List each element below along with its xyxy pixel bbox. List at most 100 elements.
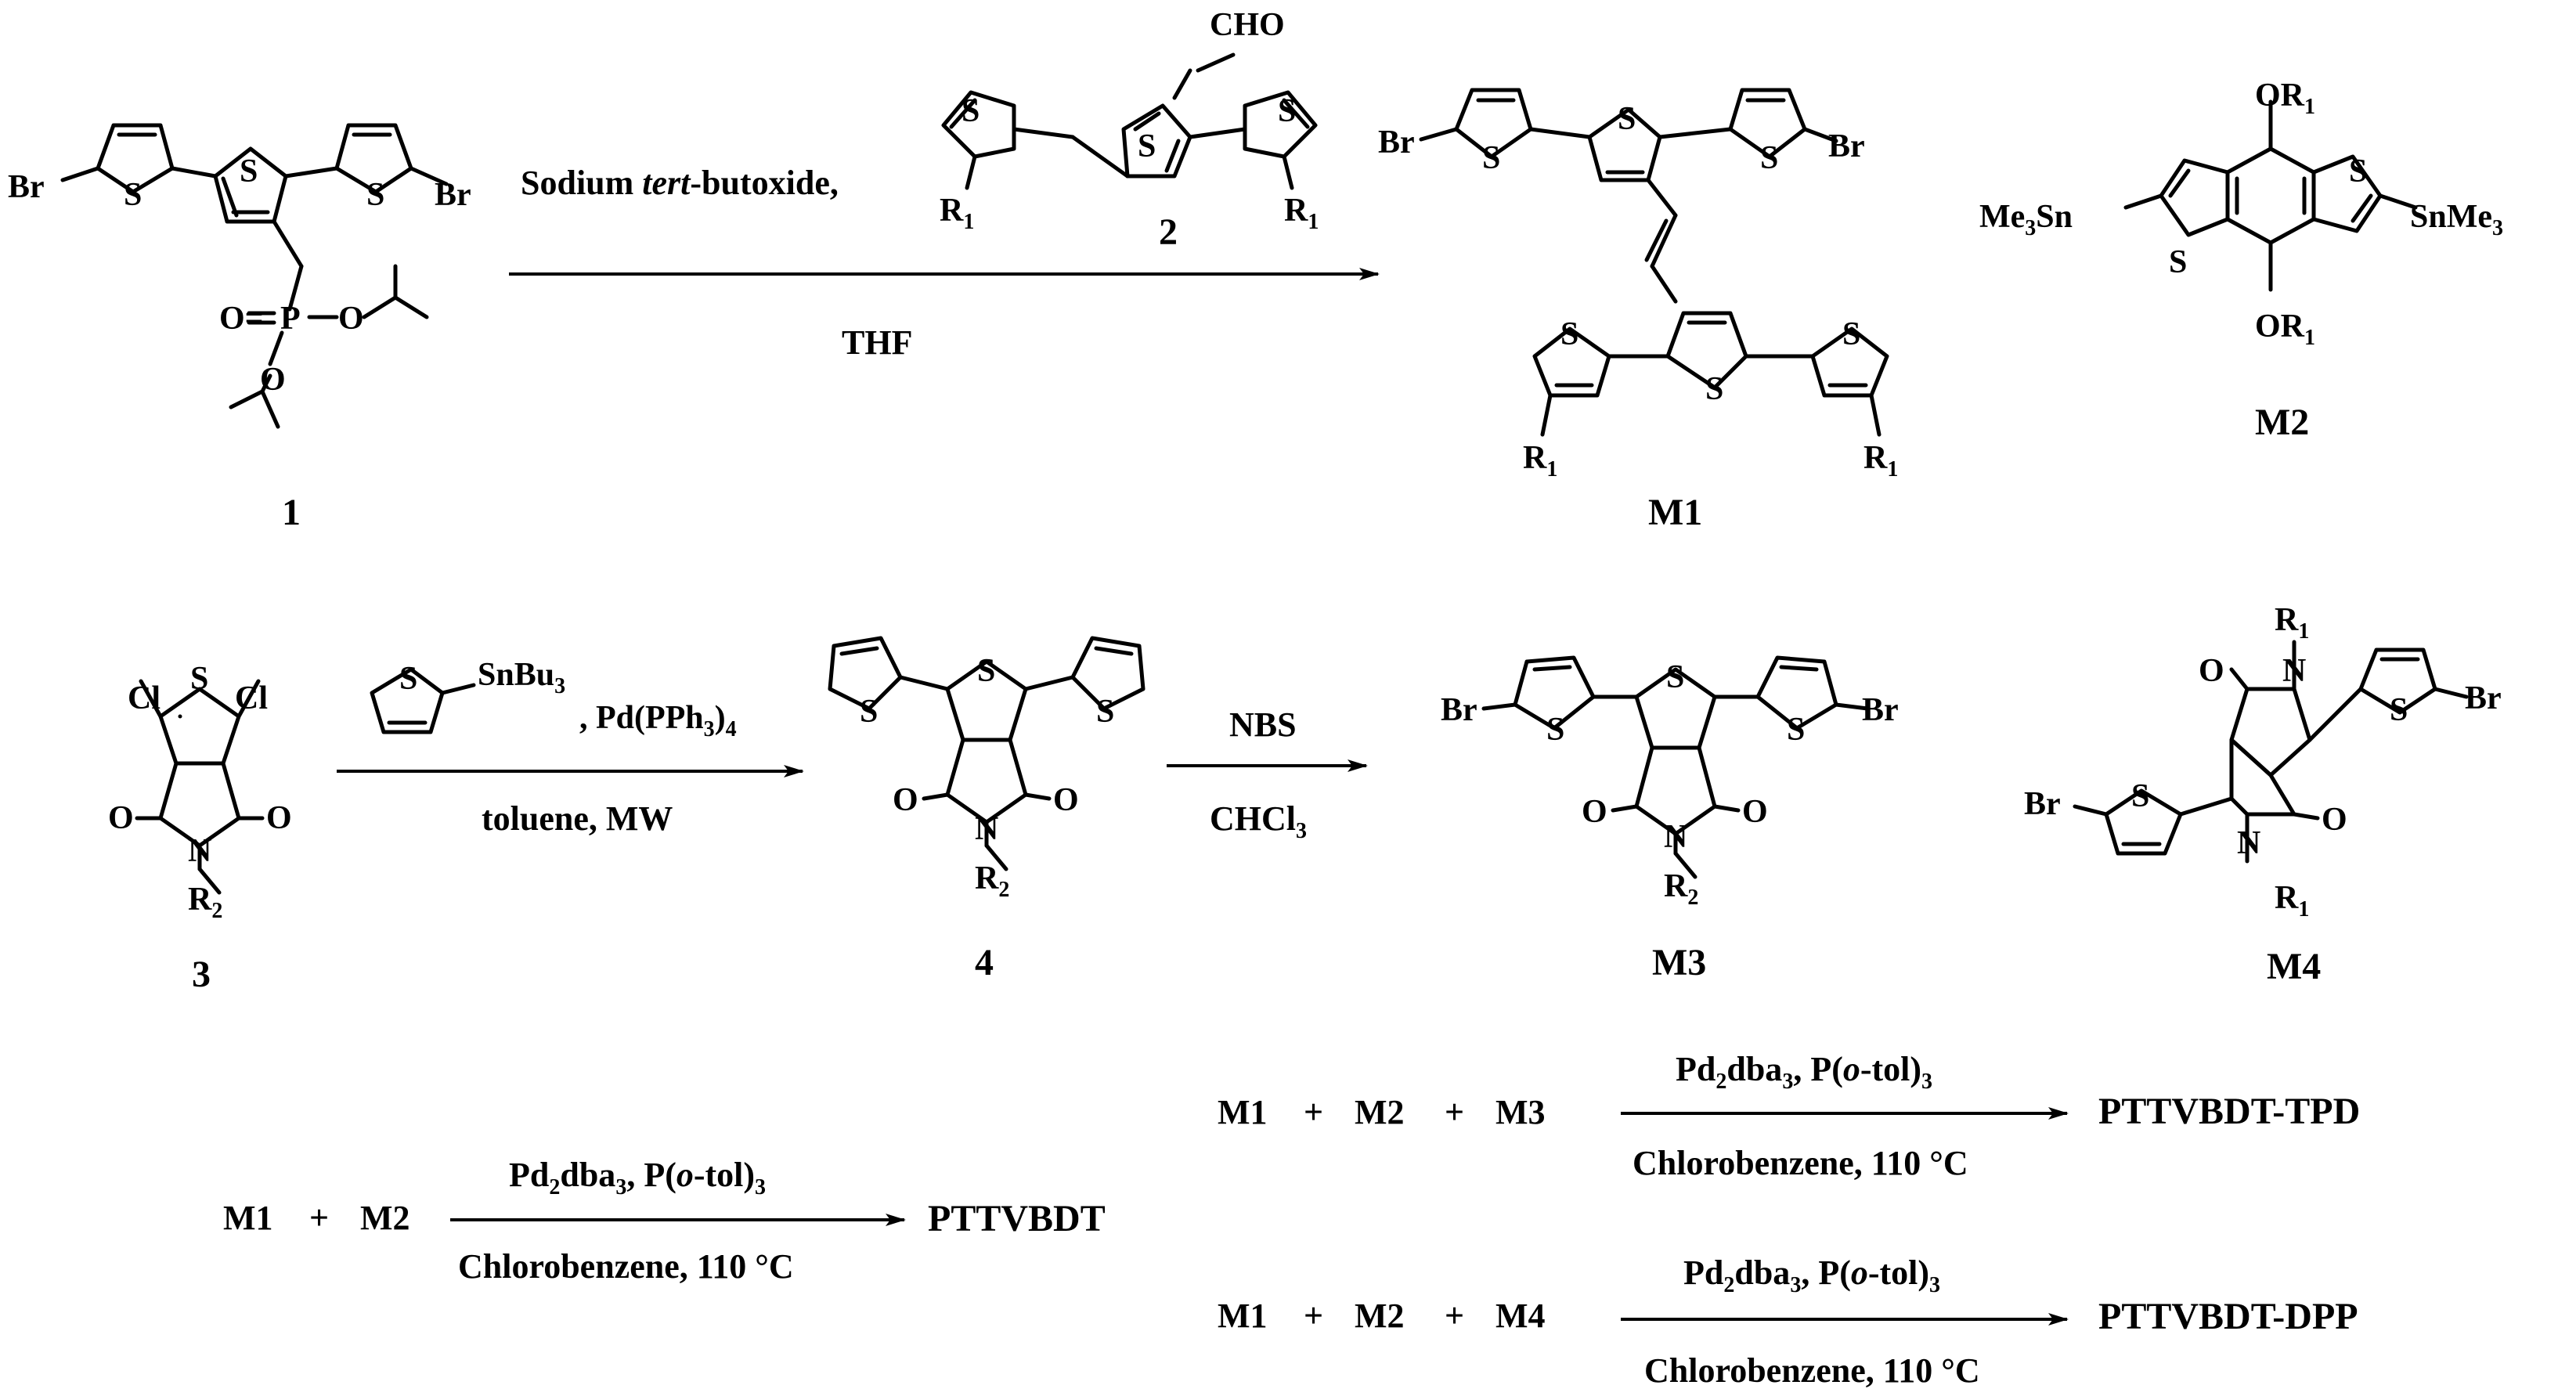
catalyst-label: Pd2dba3, P(o-tol)3 xyxy=(1683,1254,1940,1297)
sulfur-label: S xyxy=(1842,316,1860,352)
plus-sign: + xyxy=(1304,1297,1323,1335)
sulfur-label: S xyxy=(1278,93,1296,129)
oxygen-label: O xyxy=(108,800,134,836)
polymerization-ptvbdt-tpd: M1 + M2 + M3 Pd2dba3, P(o-tol)3 Chlorobe… xyxy=(1218,1050,2360,1182)
oxygen-label: O xyxy=(2322,802,2347,838)
stannyl-label: Me3Sn xyxy=(1979,199,2073,240)
sulfur-label: S xyxy=(2131,778,2149,814)
bromine-label: Br xyxy=(8,169,45,205)
stannane-label: SnBu3 xyxy=(478,657,565,698)
reagent-label: NBS xyxy=(1229,705,1297,744)
oxygen-label: O xyxy=(2199,653,2224,689)
sulfur-label: S xyxy=(1482,140,1500,176)
bromine-label: Br xyxy=(435,177,471,213)
bromine-label: Br xyxy=(1441,692,1477,728)
r2-label: R2 xyxy=(1664,868,1698,910)
compound-m4-structure xyxy=(2073,640,2469,864)
bromine-label: Br xyxy=(2465,680,2502,716)
oxygen-label: O= xyxy=(219,301,264,337)
monomer-label: M1 xyxy=(223,1199,273,1237)
monomer-label: M1 xyxy=(1218,1093,1268,1131)
bromine-label: Br xyxy=(1828,128,1865,164)
conditions-label: Chlorobenzene, 110 °C xyxy=(1633,1144,1968,1182)
compound-2-structure xyxy=(941,52,1318,190)
compound-id: M1 xyxy=(1648,492,1702,533)
sulfur-label: S xyxy=(860,694,878,730)
sulfur-label: S xyxy=(2390,692,2408,728)
conditions-label: toluene, MW xyxy=(482,799,673,838)
sulfur-label: S xyxy=(190,661,208,697)
conditions-label: Chlorobenzene, 110 °C xyxy=(1644,1351,1980,1390)
sulfur-label: S xyxy=(2349,153,2367,189)
nitrogen-label: N xyxy=(188,833,211,869)
bromine-label: Br xyxy=(2024,786,2061,822)
sulfur-label: S xyxy=(2169,244,2187,280)
sulfur-label: S xyxy=(1546,712,1564,748)
aldehyde-label: CHO xyxy=(1210,7,1285,43)
monomer-label: M4 xyxy=(1495,1297,1546,1335)
compound-4-structure xyxy=(828,636,1145,871)
compound-id: 3 xyxy=(192,954,211,995)
compound-id: 1 xyxy=(282,492,301,533)
monomer-label: M2 xyxy=(1355,1093,1405,1131)
sulfur-label: S xyxy=(1705,371,1723,407)
compound-m2-structure xyxy=(2123,99,2418,292)
r1-label: R1 xyxy=(2275,602,2309,644)
oxygen-label: O xyxy=(893,782,918,818)
oxygen-label: O xyxy=(266,800,292,836)
phosphorus-label: P xyxy=(280,301,301,337)
nitrogen-label: N xyxy=(2237,825,2260,861)
solvent-label: CHCl3 xyxy=(1210,799,1307,843)
r1-label: R1 xyxy=(1523,440,1557,482)
r2-label: R2 xyxy=(975,860,1009,902)
monomer-label: M3 xyxy=(1495,1093,1546,1131)
plus-sign: + xyxy=(1445,1297,1464,1335)
monomer-label: M2 xyxy=(1355,1297,1405,1335)
r1-label: R1 xyxy=(1284,193,1319,234)
sulfur-label: S xyxy=(1787,712,1805,748)
product-label: PTTVBDT-TPD xyxy=(2098,1091,2360,1132)
sulfur-label: S xyxy=(366,177,384,213)
bromine-label: Br xyxy=(1862,692,1899,728)
chlorine-label: Cl xyxy=(128,680,161,716)
oxygen-label: O xyxy=(338,301,364,337)
product-label: PTTVBDT xyxy=(928,1198,1106,1239)
plus-sign: + xyxy=(1445,1093,1464,1131)
polymerization-ptvbdt-dpp: M1 + M2 + M4 Pd2dba3, P(o-tol)3 Chlorobe… xyxy=(1218,1254,2358,1390)
sulfur-label: S xyxy=(961,93,980,129)
oxygen-label: O xyxy=(1053,782,1079,818)
alkoxy-label: OR1 xyxy=(2255,78,2315,119)
catalyst-label: Pd2dba3, P(o-tol)3 xyxy=(509,1156,766,1199)
compound-id: 4 xyxy=(975,942,994,983)
bromine-label: Br xyxy=(1378,124,1415,161)
monomer-label: M2 xyxy=(360,1199,410,1237)
r1-label: R1 xyxy=(940,193,974,234)
oxygen-label: O xyxy=(1582,794,1607,830)
nitrogen-label: N xyxy=(1664,819,1687,855)
stannyl-label: SnMe3 xyxy=(2410,199,2503,240)
nitrogen-label: N xyxy=(2282,653,2306,689)
compound-m3-structure xyxy=(1481,655,1870,879)
sulfur-label: S xyxy=(1618,101,1636,137)
sulfur-label: S xyxy=(399,661,417,697)
monomer-label: M1 xyxy=(1218,1297,1268,1335)
r2-label: R2 xyxy=(188,882,222,923)
nitrogen-label: N xyxy=(975,811,998,847)
compound-id: M4 xyxy=(2267,946,2321,987)
chlorine-label: Cl xyxy=(235,680,268,716)
oxygen-label: O xyxy=(260,362,286,398)
alkoxy-label: OR1 xyxy=(2255,308,2315,350)
solvent-label: THF xyxy=(842,323,912,362)
compound-3-structure xyxy=(135,679,265,895)
catalyst-label: , Pd(PPh3)4 xyxy=(579,700,737,741)
product-label: PTTVBDT-DPP xyxy=(2098,1296,2358,1337)
plus-sign: + xyxy=(1304,1093,1323,1131)
compound-1-structure xyxy=(60,123,449,429)
reagent-label: Sodium tert-butoxide, xyxy=(521,164,839,202)
sulfur-label: S xyxy=(1760,140,1778,176)
oxygen-label: O xyxy=(1742,794,1768,830)
compound-id: M2 xyxy=(2255,402,2309,443)
compound-m1-structure xyxy=(1419,88,1889,437)
compound-id: 2 xyxy=(1159,211,1178,253)
